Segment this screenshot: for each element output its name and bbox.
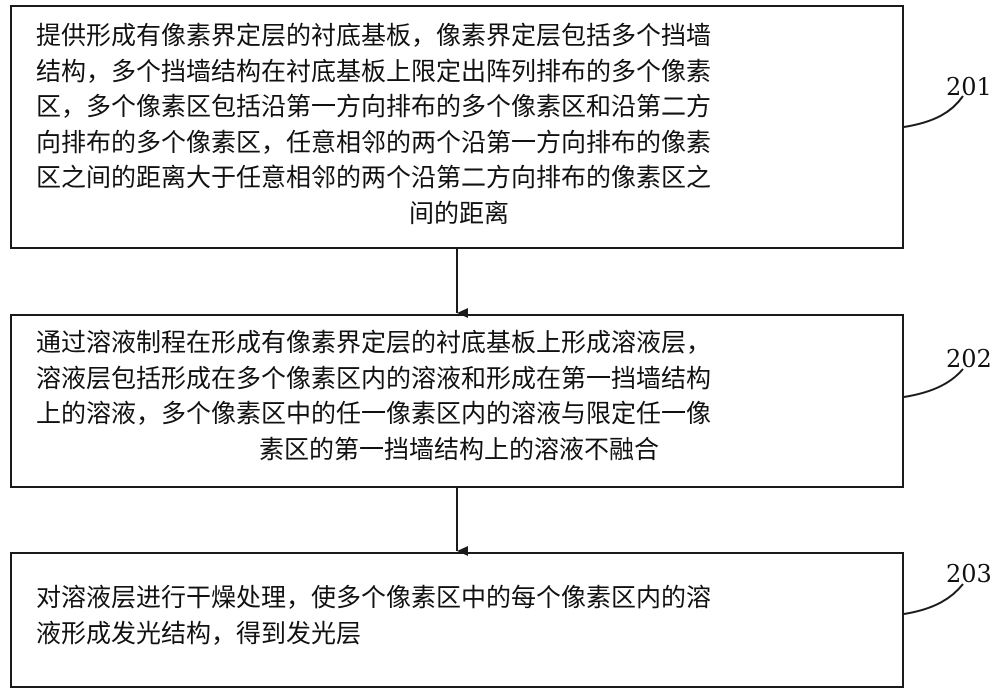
leader-line-202 [904, 369, 963, 397]
leader-line-203 [904, 584, 963, 614]
leader-line-201 [904, 96, 963, 127]
